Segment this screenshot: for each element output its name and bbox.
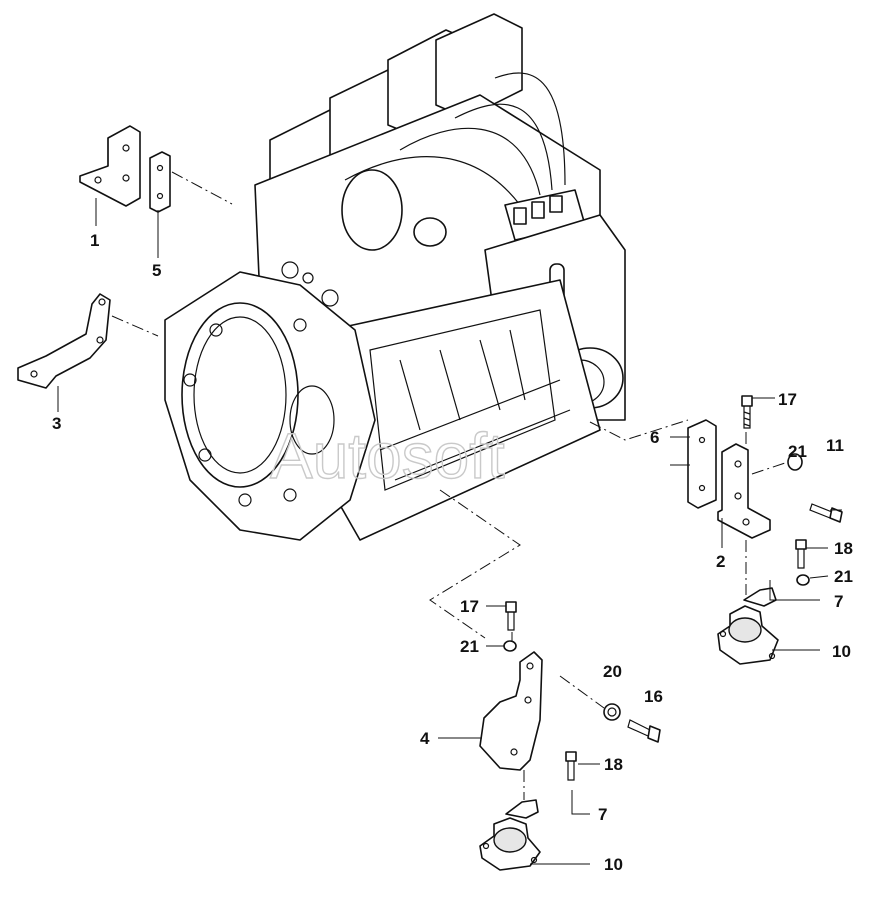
bracket-part-4 xyxy=(479,651,543,771)
callout-21-lower: 21 xyxy=(460,637,479,656)
callout-11: 11 xyxy=(826,436,844,455)
nut-20 xyxy=(603,703,621,721)
callout-21-middle: 21 xyxy=(834,567,853,586)
callout-3: 3 xyxy=(52,414,61,433)
callout-17-lower: 17 xyxy=(460,597,479,616)
callout-6: 6 xyxy=(650,428,659,447)
callout-17-upper: 17 xyxy=(778,390,797,409)
nut-21-lower xyxy=(503,640,517,652)
bracket-part-2 xyxy=(717,443,771,539)
bolt-18-lower xyxy=(565,751,577,781)
leader-lines xyxy=(57,198,842,865)
callout-2: 2 xyxy=(716,552,725,571)
callout-16: 16 xyxy=(644,687,663,706)
bolt-11 xyxy=(809,503,843,523)
callout-20: 20 xyxy=(603,662,622,681)
plate-part-5 xyxy=(149,151,171,213)
plate-7-lower xyxy=(505,799,539,819)
bracket-part-1 xyxy=(79,125,141,207)
callout-10-lower: 10 xyxy=(604,855,623,874)
callout-1: 1 xyxy=(90,231,99,250)
nut-21-upper xyxy=(787,453,803,471)
bolt-16 xyxy=(627,719,661,743)
nut-21-middle xyxy=(796,574,810,586)
bracket-part-3 xyxy=(17,293,111,389)
plate-7-upper xyxy=(743,587,777,607)
mount-10-upper xyxy=(717,605,779,665)
callout-18-lower: 18 xyxy=(604,755,623,774)
bolt-17-upper xyxy=(741,395,753,429)
callout-7-lower: 7 xyxy=(598,805,607,824)
alignment-lines xyxy=(111,171,789,800)
bolt-17-lower xyxy=(505,601,517,631)
callout-labels: 1 5 3 17 6 21 11 2 18 21 7 10 17 21 20 1… xyxy=(52,231,853,874)
callout-4: 4 xyxy=(420,729,430,748)
engine-block xyxy=(164,13,626,541)
callout-5: 5 xyxy=(152,261,161,280)
callout-10-upper: 10 xyxy=(832,642,851,661)
mount-10-lower xyxy=(479,817,541,871)
callout-7-upper: 7 xyxy=(834,592,843,611)
bolt-18-upper xyxy=(795,539,807,569)
watermark-text: Autosoft xyxy=(270,420,505,492)
plate-part-6 xyxy=(687,419,717,509)
callout-21-upper: 21 xyxy=(788,442,807,461)
callout-18-upper: 18 xyxy=(834,539,853,558)
